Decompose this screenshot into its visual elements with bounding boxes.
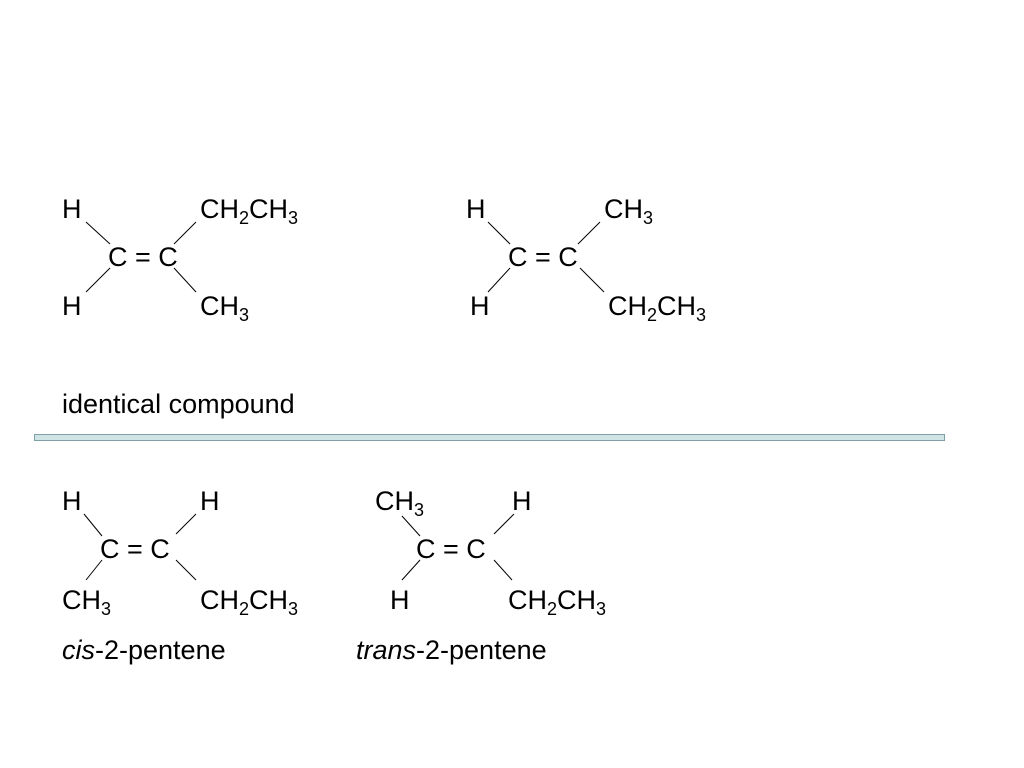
isomer-name-trans: trans-2-pentene — [356, 635, 547, 665]
substituent-upper-right: H — [200, 486, 220, 516]
substituent-upper-left: H — [466, 194, 486, 224]
bond-line — [493, 559, 513, 581]
bond-line — [579, 267, 605, 293]
substituent-lower-left: H — [62, 291, 82, 321]
double-bond-center: C = C — [108, 242, 178, 272]
bond-line — [175, 513, 197, 535]
substituent-lower-left: CH3 — [62, 585, 112, 619]
substituent-lower-left: H — [470, 291, 490, 321]
isomer-name-cis: cis-2-pentene — [62, 635, 226, 665]
bond-line — [493, 513, 515, 535]
substituent-lower-right: CH3 — [200, 291, 250, 325]
substituent-upper-right: CH3 — [604, 194, 654, 228]
divider-bar — [34, 434, 945, 441]
bond-line — [85, 267, 111, 293]
bond-line — [577, 221, 601, 245]
bond-line — [487, 267, 511, 293]
substituent-upper-left: H — [62, 194, 82, 224]
substituent-lower-left: H — [390, 585, 410, 615]
substituent-lower-right: CH2CH3 — [608, 291, 707, 325]
bond-line — [175, 559, 197, 581]
substituent-upper-left: H — [62, 486, 82, 516]
double-bond-center: C = C — [508, 242, 578, 272]
substituent-lower-right: CH2CH3 — [508, 585, 607, 619]
substituent-lower-right: CH2CH3 — [200, 585, 299, 619]
substituent-upper-right: H — [512, 486, 532, 516]
substituent-upper-left: CH3 — [375, 486, 425, 520]
substituent-upper-right: CH2CH3 — [200, 194, 299, 228]
bond-line — [487, 221, 511, 245]
double-bond-center: C = C — [100, 534, 170, 564]
bond-line — [85, 221, 111, 245]
caption-identical-compound: identical compound — [62, 389, 295, 419]
double-bond-center: C = C — [416, 534, 486, 564]
